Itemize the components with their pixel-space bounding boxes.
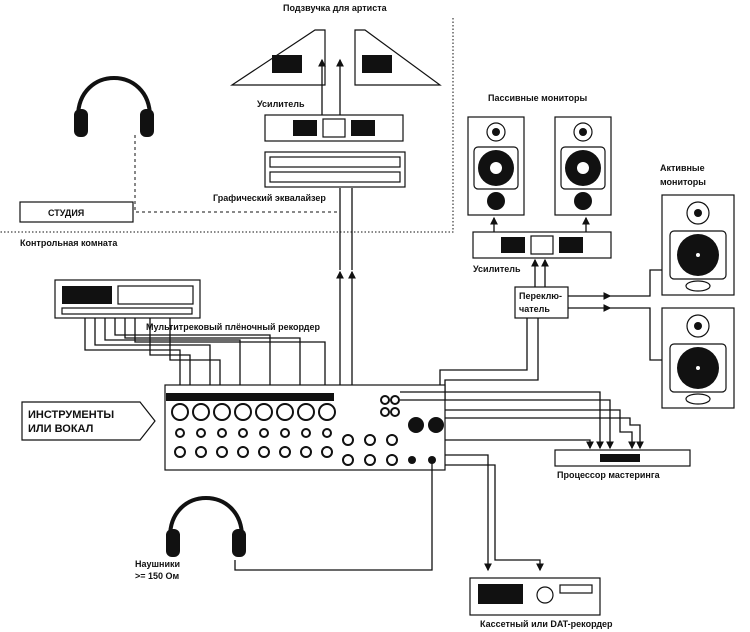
headphones-label: >= 150 Ом — [135, 571, 180, 581]
instruments-label: ИЛИ ВОКАЛ — [28, 423, 93, 435]
passive-monitors-label: Пассивные мониторы — [488, 93, 587, 103]
stage-monitor-icon — [230, 29, 326, 86]
stage-monitor-icon — [354, 29, 442, 86]
active-monitors-label: Активные — [660, 163, 705, 173]
amplifier-top-label: Усилитель — [257, 99, 305, 109]
speaker-icon — [661, 307, 735, 409]
speaker-icon — [554, 116, 612, 216]
switcher-label: Переклю- — [519, 291, 562, 301]
control-room-label: Контрольная комната — [20, 238, 118, 248]
multitrack-cables — [84, 318, 326, 425]
switcher-label: чатель — [519, 304, 550, 314]
amplifier-icon — [472, 231, 612, 259]
headphones-icon — [72, 76, 156, 139]
mixer-icon — [164, 384, 446, 471]
speaker-icon — [661, 194, 735, 296]
speaker-icon — [467, 116, 525, 216]
headphones-label: Наушники — [135, 559, 180, 569]
instruments-input: ИНСТРУМЕНТЫ ИЛИ ВОКАЛ — [21, 401, 156, 441]
studio-box — [19, 201, 134, 223]
studio-boundary — [0, 18, 454, 233]
recorder-label: Кассетный или DAT-рекордер — [480, 619, 613, 629]
mastering-label: Процессор мастеринга — [557, 470, 661, 480]
mastering-processor-icon — [554, 449, 691, 467]
artist-monitoring-label: Подзвучка для артиста — [283, 3, 388, 13]
multitrack-label: Мультитрековый плёночный рекордер — [146, 322, 320, 332]
amplifier-right-label: Усилитель — [473, 264, 521, 274]
active-monitors-label: мониторы — [660, 177, 706, 187]
equalizer-icon — [264, 151, 406, 188]
graphic-eq-label: Графический эквалайзер — [213, 193, 326, 203]
studio-label: СТУДИЯ — [48, 208, 84, 218]
tape-recorder-icon — [54, 279, 201, 319]
instruments-label: ИНСТРУМЕНТЫ — [28, 409, 114, 421]
switcher-box — [514, 286, 569, 319]
cassette-deck-icon — [469, 577, 601, 616]
headphones-icon — [164, 496, 248, 559]
amplifier-icon — [264, 114, 404, 142]
